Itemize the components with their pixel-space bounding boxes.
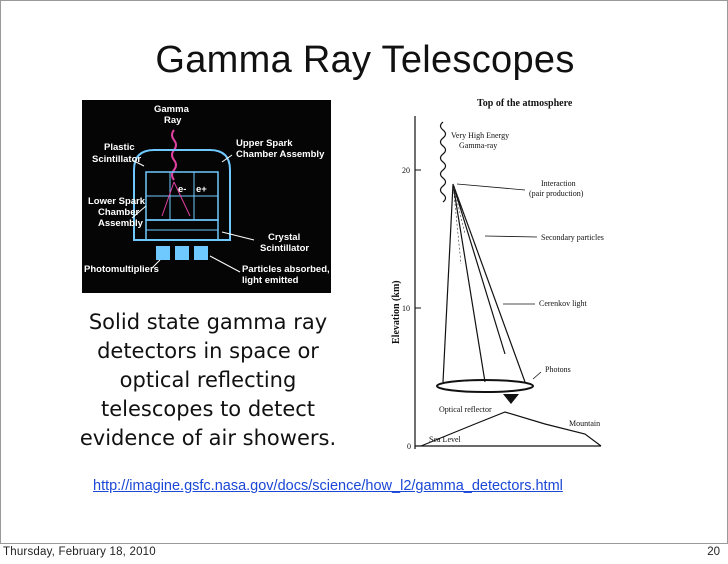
slide-body-text: Solid state gamma ray detectors in space… [63, 308, 353, 453]
footer-date: Thursday, February 18, 2010 [3, 546, 156, 558]
label-mountain: Mountain [569, 419, 600, 428]
slide-title: Gamma Ray Telescopes [155, 39, 575, 81]
air-shower-diagram-svg: Top of the atmosphere 20 10 0 Elevation … [391, 98, 604, 451]
label-light-emitted: light emitted [242, 275, 299, 286]
label-ray: Ray [164, 115, 182, 126]
body-line: evidence of air showers. [79, 426, 337, 450]
tick-0: 0 [407, 442, 411, 451]
nasa-reference-link[interactable]: http://imagine.gsfc.nasa.gov/docs/scienc… [93, 478, 563, 494]
label-interaction: Interaction [541, 179, 576, 188]
body-line: detectors in space or [97, 339, 319, 363]
label-electron: e- [178, 184, 186, 195]
outer-casing [133, 149, 231, 241]
shower-cone [442, 183, 526, 383]
tick-20: 20 [402, 166, 410, 175]
gamma-ray-path [171, 129, 177, 181]
detector-diagram: Gamma Ray Plastic Scintillator Upper Spa… [82, 100, 331, 293]
body-line: optical reflecting [119, 368, 297, 392]
label-pair-production: (pair production) [529, 189, 584, 198]
photomultiplier-2 [175, 246, 189, 260]
label-chamber-assembly: Chamber Assembly [236, 149, 325, 160]
mountain [420, 411, 602, 447]
optical-reflector [503, 394, 519, 404]
air-shower-diagram: Top of the atmosphere 20 10 0 Elevation … [385, 94, 607, 459]
footer-page-number: 20 [707, 546, 720, 558]
label-lower-spark: Lower Spark [88, 196, 146, 207]
label-chamber: Chamber [98, 207, 139, 218]
label-vhe: Very High Energy [451, 131, 509, 140]
label-assembly: Assembly [98, 218, 144, 229]
tick-10: 10 [402, 304, 410, 313]
axis-label-elevation: Elevation (km) [391, 280, 402, 344]
label-photomultipliers: Photomultipliers [84, 264, 159, 275]
photon-pool [436, 379, 534, 393]
label-gamma: Gamma [154, 104, 190, 115]
label-sea-level: Sea Level [429, 435, 462, 444]
label-positron: e+ [196, 184, 207, 195]
label-scintillator: Scintillator [92, 154, 141, 165]
photomultiplier-1 [156, 246, 170, 260]
label-secondary: Secondary particles [541, 233, 604, 242]
slide: Gamma Ray Telescopes [0, 0, 728, 544]
label-plastic: Plastic [104, 142, 135, 153]
body-line: Solid state gamma ray [88, 310, 328, 334]
incoming-gamma-path [439, 121, 447, 203]
label-upper-spark: Upper Spark [236, 138, 293, 149]
photomultiplier-3 [194, 246, 208, 260]
label-crystal-scintillator: Scintillator [260, 243, 309, 254]
label-photons: Photons [545, 365, 571, 374]
label-particles-absorbed: Particles absorbed, [242, 264, 330, 275]
label-crystal: Crystal [268, 232, 300, 243]
label-optical-reflector: Optical reflector [439, 405, 492, 414]
label-gamma-ray: Gamma-ray [459, 141, 497, 150]
label-top-atmosphere: Top of the atmosphere [477, 98, 573, 109]
body-line: telescopes to detect [100, 397, 316, 421]
label-cerenkov: Cerenkov light [539, 299, 588, 308]
detector-diagram-svg: Gamma Ray Plastic Scintillator Upper Spa… [84, 104, 330, 286]
